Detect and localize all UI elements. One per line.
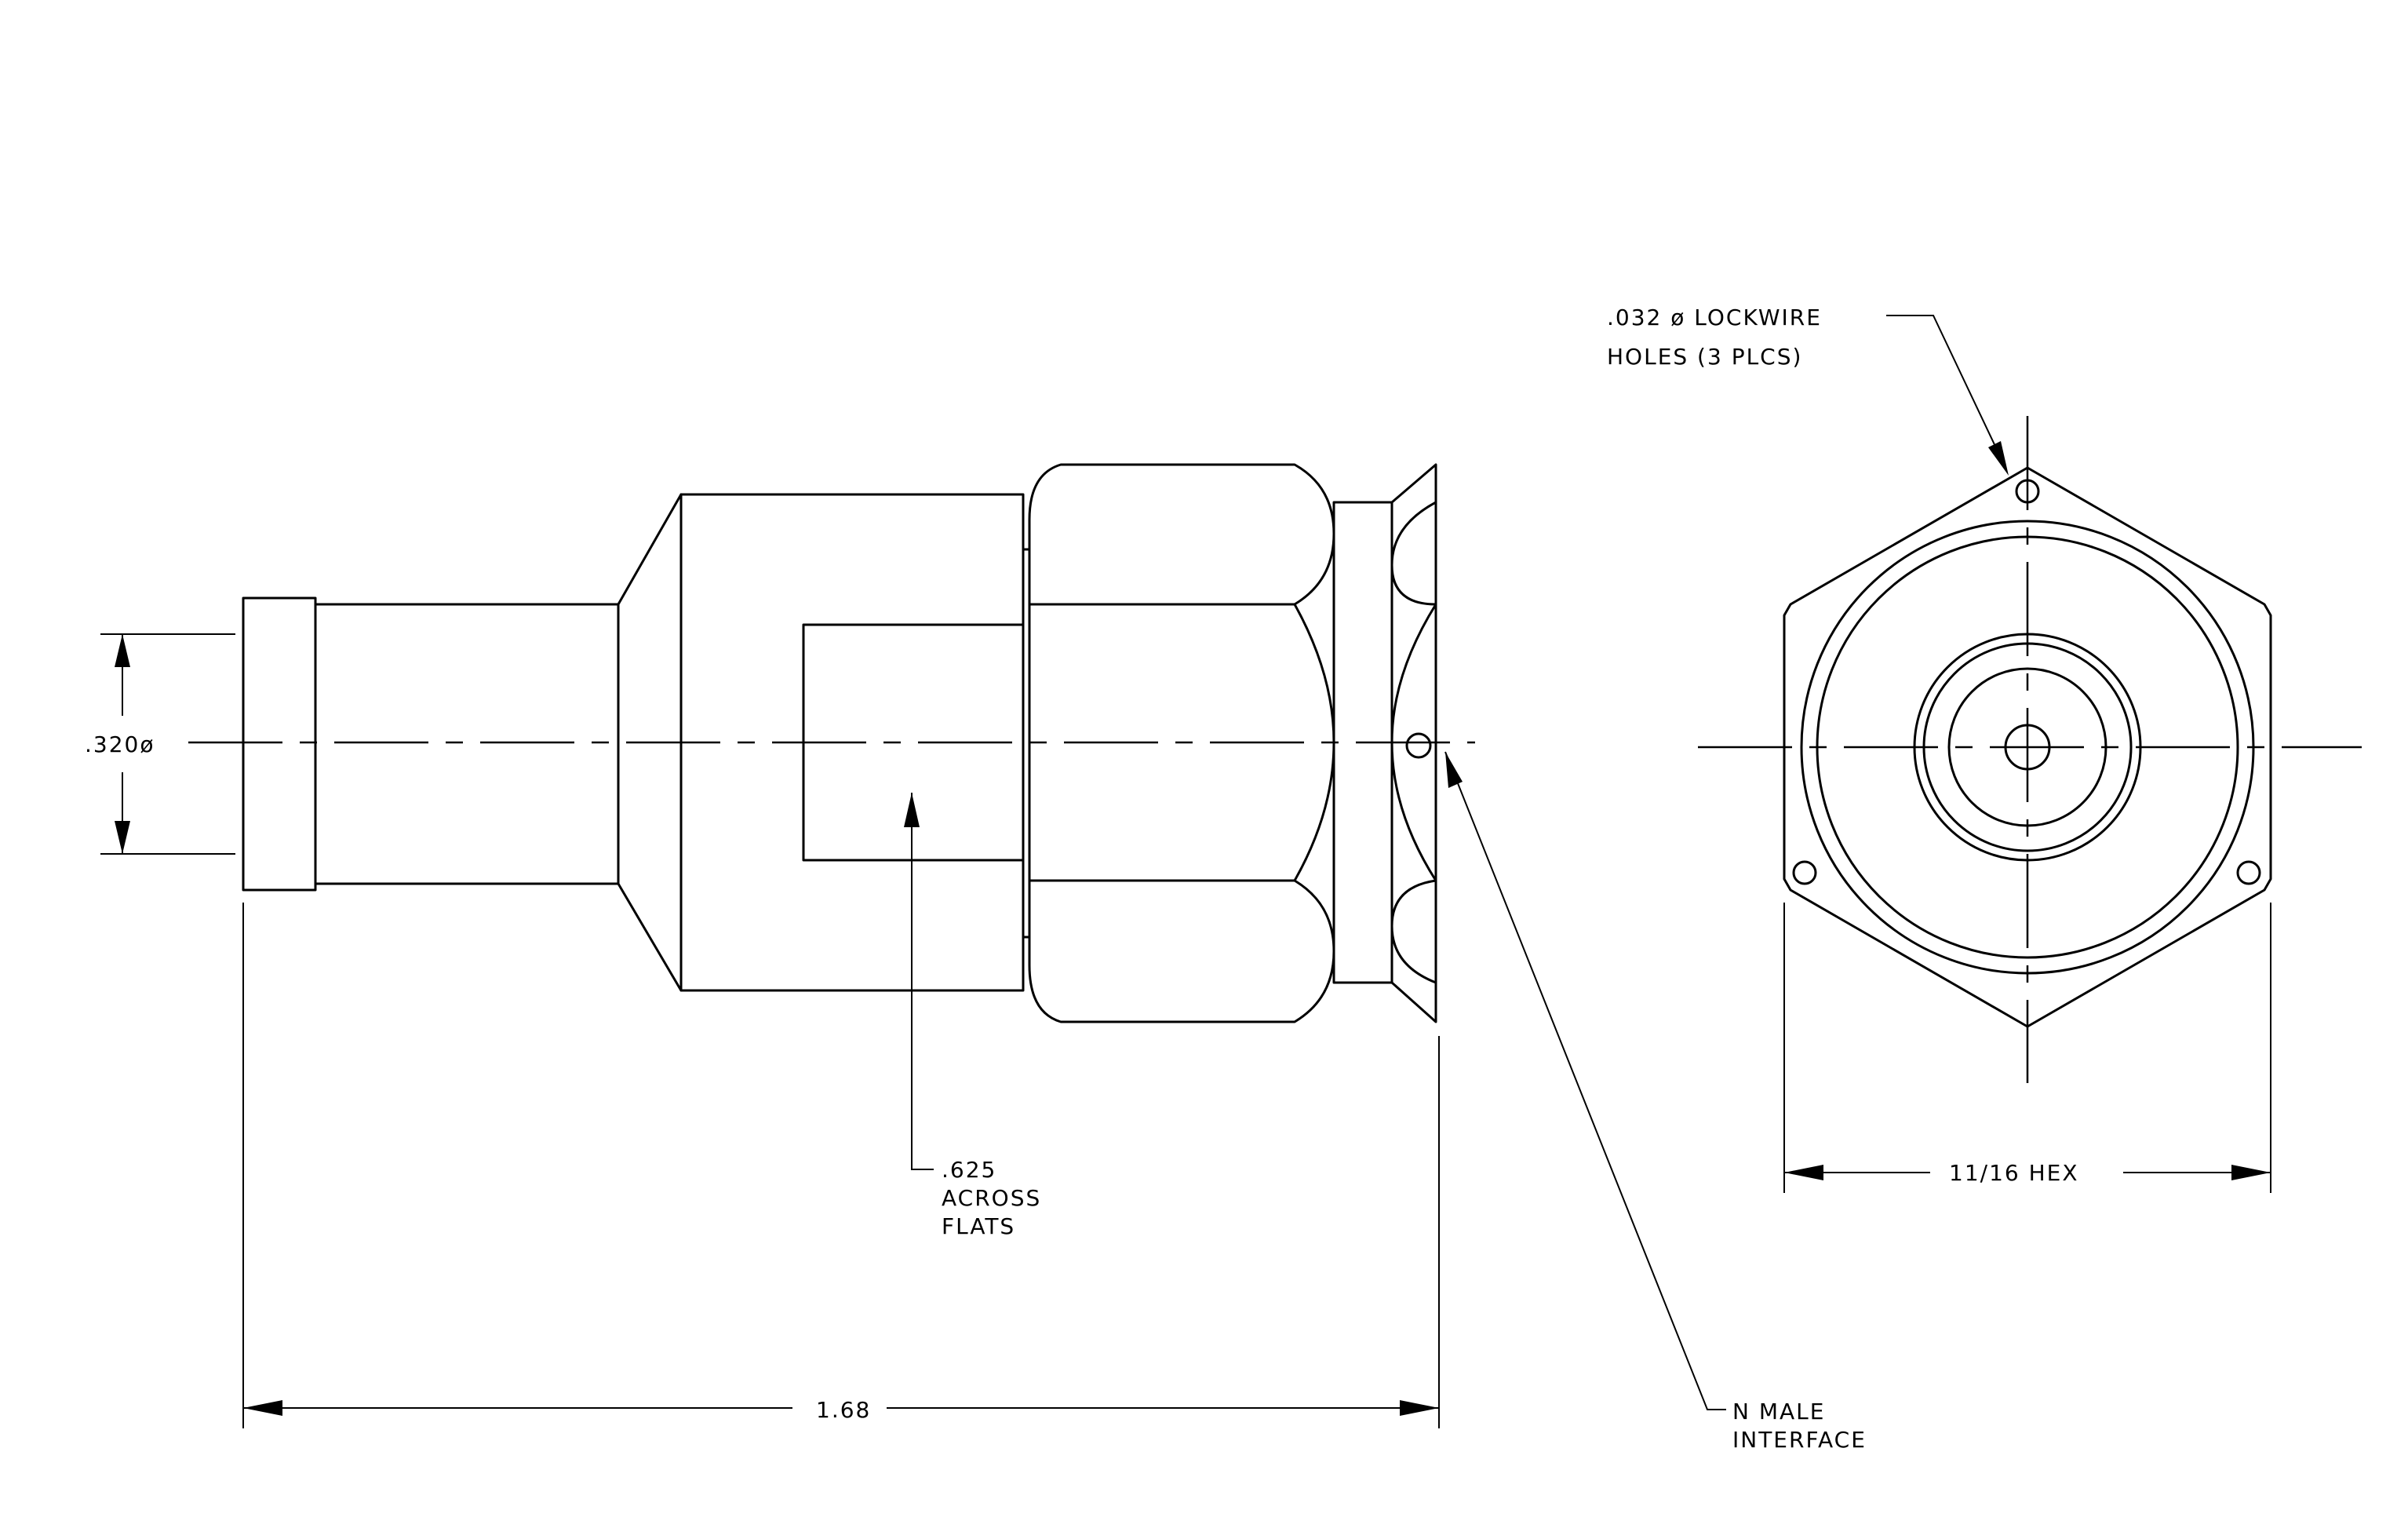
hex-arrow-right [2231, 1165, 2271, 1180]
diameter-label: .320ø [85, 731, 155, 757]
flats-label-3: FLATS [942, 1213, 1015, 1239]
cable-flange [242, 596, 317, 892]
cable-body [314, 603, 620, 885]
flats-label-1: .625 [942, 1157, 996, 1183]
interface-leader-arrow [1445, 752, 1463, 788]
lockwire-leader [1886, 315, 2006, 469]
side-lockwire-hole [1405, 732, 1432, 759]
hex-arrow-left [1784, 1165, 1823, 1180]
lockwire-label-2: HOLES (3 PLCS) [1607, 344, 1802, 370]
flats-leader-arrow [904, 793, 920, 827]
interface-ring-3 [1947, 667, 2107, 827]
length-arrow-right [1400, 1400, 1439, 1416]
flat-outline [802, 623, 1023, 862]
center-pin [2004, 724, 2051, 771]
length-arrow-left [243, 1400, 282, 1416]
hex-label: 11/16 HEX [1949, 1160, 2079, 1186]
coupling-inner-ring [1816, 535, 2239, 959]
coupling-outer-ring [1800, 520, 2255, 975]
interface-label-2: INTERFACE [1732, 1427, 1867, 1453]
interface-leader [1444, 751, 1726, 1410]
dia-arrow-top [115, 634, 130, 667]
interface-ring-2 [1922, 642, 2133, 852]
interface-label-1: N MALE [1732, 1399, 1825, 1424]
flats-label-2: ACROSS [942, 1185, 1041, 1211]
dia-arrow-bottom [115, 821, 130, 854]
end-view: .032 ø LOCKWIRE HOLES (3 PLCS) 11/16 HEX [1607, 305, 2362, 1193]
lockwire-hole-left [1792, 860, 1817, 885]
interface-ring-1 [1913, 633, 2142, 862]
lockwire-label-1: .032 ø LOCKWIRE [1607, 305, 1822, 330]
hex-outline [1783, 466, 2272, 1028]
front-coupling [1390, 463, 1437, 1023]
lockwire-hole-top [2015, 479, 2040, 504]
lockwire-leader-arrow [1988, 441, 2009, 476]
hex-nut [1028, 463, 1335, 1023]
length-label: 1.68 [816, 1397, 871, 1423]
lockwire-hole-right [2236, 860, 2261, 885]
side-view: .320ø 1.68 .625 ACROSS FLATS N MALE INTE… [85, 463, 1867, 1453]
flats-leader [911, 793, 934, 1170]
